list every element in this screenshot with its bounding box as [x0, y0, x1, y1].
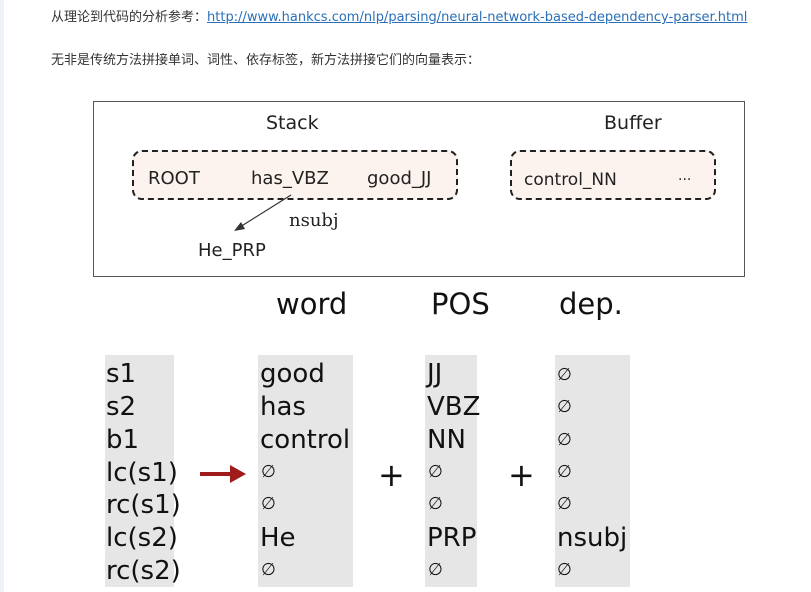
feature-label: s2: [106, 392, 137, 422]
buffer-token-ellipsis: ...: [678, 168, 692, 184]
header-pos: POS: [431, 287, 490, 321]
pos-column-bg: [425, 355, 477, 587]
word-cell: He: [260, 523, 296, 553]
word-column-bg: [258, 355, 353, 587]
pos-cell: ∅: [428, 462, 443, 482]
dependency-arc-arrow: [234, 194, 292, 231]
pos-cell: ∅: [428, 494, 443, 514]
left-margin-rule: [0, 0, 4, 592]
word-cell: ∅: [261, 494, 276, 514]
child-token: He_PRP: [198, 240, 266, 261]
stack-box: [132, 150, 458, 200]
stack-token-good: good_JJ: [367, 168, 432, 189]
dep-cell: ∅: [557, 365, 572, 385]
feature-column-bg: [105, 355, 174, 587]
feature-label: lc(s2): [106, 523, 178, 553]
header-dep: dep.: [559, 287, 623, 321]
red-arrow-icon: [200, 465, 246, 483]
feature-label: lc(s1): [106, 458, 178, 488]
feature-label: s1: [106, 359, 137, 389]
word-cell: ∅: [261, 560, 276, 580]
word-cell: has: [260, 392, 306, 422]
pos-cell: VBZ: [427, 392, 481, 422]
arc-label: nsubj: [289, 210, 339, 231]
pos-cell: JJ: [427, 359, 443, 389]
stack-token-has: has_VBZ: [251, 168, 329, 189]
stack-title: Stack: [266, 112, 319, 134]
word-cell: control: [260, 425, 351, 455]
dep-cell: ∅: [557, 397, 572, 417]
reference-link[interactable]: http://www.hankcs.com/nlp/parsing/neural…: [207, 10, 748, 25]
dep-cell: ∅: [557, 430, 572, 450]
stack-token-root: ROOT: [148, 168, 200, 189]
buffer-token-control: control_NN: [524, 170, 617, 190]
reference-prefix: 从理论到代码的分析参考：: [51, 10, 208, 25]
dep-cell: nsubj: [557, 523, 628, 553]
feature-label: b1: [106, 425, 140, 455]
header-word: word: [276, 287, 348, 321]
feature-label: rc(s1): [106, 490, 181, 520]
feature-label: rc(s2): [106, 556, 181, 586]
description-text: 无非是传统方法拼接单词、词性、依存标签，新方法拼接它们的向量表示：: [51, 53, 481, 68]
dep-cell: ∅: [557, 462, 572, 482]
pos-cell: ∅: [428, 560, 443, 580]
buffer-box: [510, 150, 716, 200]
reference-line: 从理论到代码的分析参考：http://www.hankcs.com/nlp/pa…: [51, 6, 747, 25]
plus-sign-2: +: [508, 456, 535, 494]
word-cell: ∅: [261, 462, 276, 482]
parser-configuration-diagram: Stack Buffer ROOT has_VBZ good_JJ contro…: [93, 101, 745, 277]
pos-cell: PRP: [427, 523, 477, 553]
plus-sign-1: +: [378, 456, 405, 494]
dep-cell: ∅: [557, 560, 572, 580]
buffer-title: Buffer: [604, 112, 662, 134]
pos-cell: NN: [427, 425, 466, 455]
dep-column-bg: [555, 355, 630, 587]
word-cell: good: [260, 359, 325, 389]
dep-cell: ∅: [557, 494, 572, 514]
